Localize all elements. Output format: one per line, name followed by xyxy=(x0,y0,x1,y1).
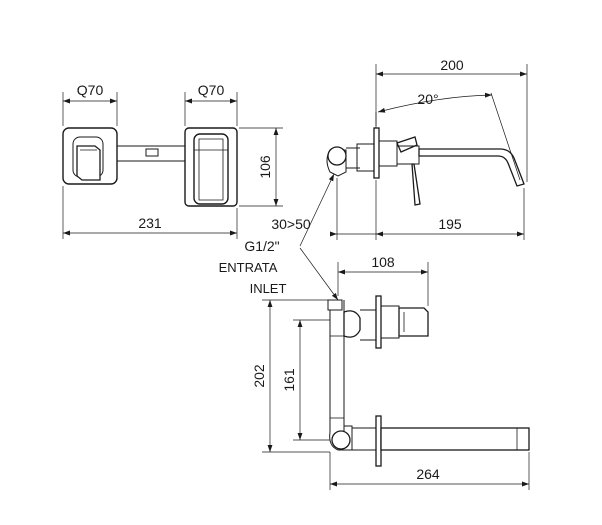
side-inlet-elbow xyxy=(326,143,376,177)
dim-q70-left: Q70 xyxy=(77,82,104,98)
spout-outlet-front xyxy=(193,133,229,205)
side-spout xyxy=(418,148,525,187)
dim-202: 202 xyxy=(251,364,267,388)
inlet-callout: G1/2" ENTRATA INLET xyxy=(219,173,339,301)
connecting-pipe xyxy=(117,145,185,162)
left-escutcheon xyxy=(62,127,118,185)
inlet-thread-label: G1/2" xyxy=(244,238,279,254)
dim-q70-right: Q70 xyxy=(198,82,225,98)
dim-30-50: 30>50 xyxy=(271,216,311,232)
side-lever xyxy=(411,163,421,206)
dim-264: 264 xyxy=(416,466,440,482)
plan-view: 108 202 161 264 xyxy=(251,254,530,490)
dim-200: 200 xyxy=(440,57,464,73)
plan-riser-pipe xyxy=(327,299,345,432)
inlet-label-en: INLET xyxy=(250,281,287,296)
plan-spout xyxy=(329,415,530,467)
dim-108: 108 xyxy=(371,254,395,270)
plan-valve xyxy=(343,295,429,349)
right-escutcheon xyxy=(184,127,238,207)
side-body xyxy=(378,136,420,167)
dim-161: 161 xyxy=(281,368,297,392)
side-wall-plate xyxy=(373,127,380,179)
dim-195: 195 xyxy=(438,216,462,232)
left-handle xyxy=(72,136,104,181)
inlet-label-it: ENTRATA xyxy=(219,260,278,275)
side-view: 200 20° 30>50 195 xyxy=(271,57,528,240)
dim-angle-20: 20° xyxy=(417,91,438,107)
dim-231-width: 231 xyxy=(138,215,162,231)
front-view: Q70 Q70 106 231 xyxy=(62,82,283,239)
dim-106-height: 106 xyxy=(257,155,273,179)
